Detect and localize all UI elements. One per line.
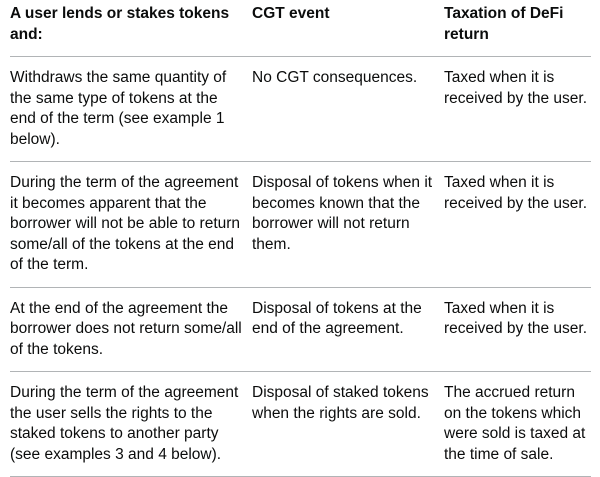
cell-taxation: Taxed when it is received by the user. — [444, 56, 591, 162]
cell-cgt-event: No CGT consequences. — [252, 56, 444, 162]
table-header: A user lends or stakes tokens and: CGT e… — [10, 4, 591, 57]
defi-tax-table: A user lends or stakes tokens and: CGT e… — [10, 4, 591, 477]
table-row: Withdraws the same quantity of the same … — [10, 56, 591, 162]
cell-scenario: At the end of the agreement the borrower… — [10, 287, 252, 372]
cell-scenario: During the term of the agreement it beco… — [10, 161, 252, 288]
header-cgt-event: CGT event — [252, 4, 444, 57]
table-row: During the term of the agreement it beco… — [10, 161, 591, 288]
cell-taxation: The accrued return on the tokens which w… — [444, 371, 591, 477]
header-row: A user lends or stakes tokens and: CGT e… — [10, 4, 591, 57]
cell-cgt-event: Disposal of tokens when it becomes known… — [252, 161, 444, 288]
cell-taxation: Taxed when it is received by the user. — [444, 287, 591, 372]
cell-scenario: Withdraws the same quantity of the same … — [10, 56, 252, 162]
table-row: During the term of the agreement the use… — [10, 371, 591, 477]
cell-taxation: Taxed when it is received by the user. — [444, 161, 591, 288]
cell-cgt-event: Disposal of staked tokens when the right… — [252, 371, 444, 477]
defi-tax-table-container: A user lends or stakes tokens and: CGT e… — [10, 4, 591, 477]
table-body: Withdraws the same quantity of the same … — [10, 56, 591, 477]
header-defi-return-taxation: Taxation of DeFi return — [444, 4, 591, 57]
cell-cgt-event: Disposal of tokens at the end of the agr… — [252, 287, 444, 372]
cell-scenario: During the term of the agreement the use… — [10, 371, 252, 477]
header-lend-or-stake: A user lends or stakes tokens and: — [10, 4, 252, 57]
table-row: At the end of the agreement the borrower… — [10, 287, 591, 372]
